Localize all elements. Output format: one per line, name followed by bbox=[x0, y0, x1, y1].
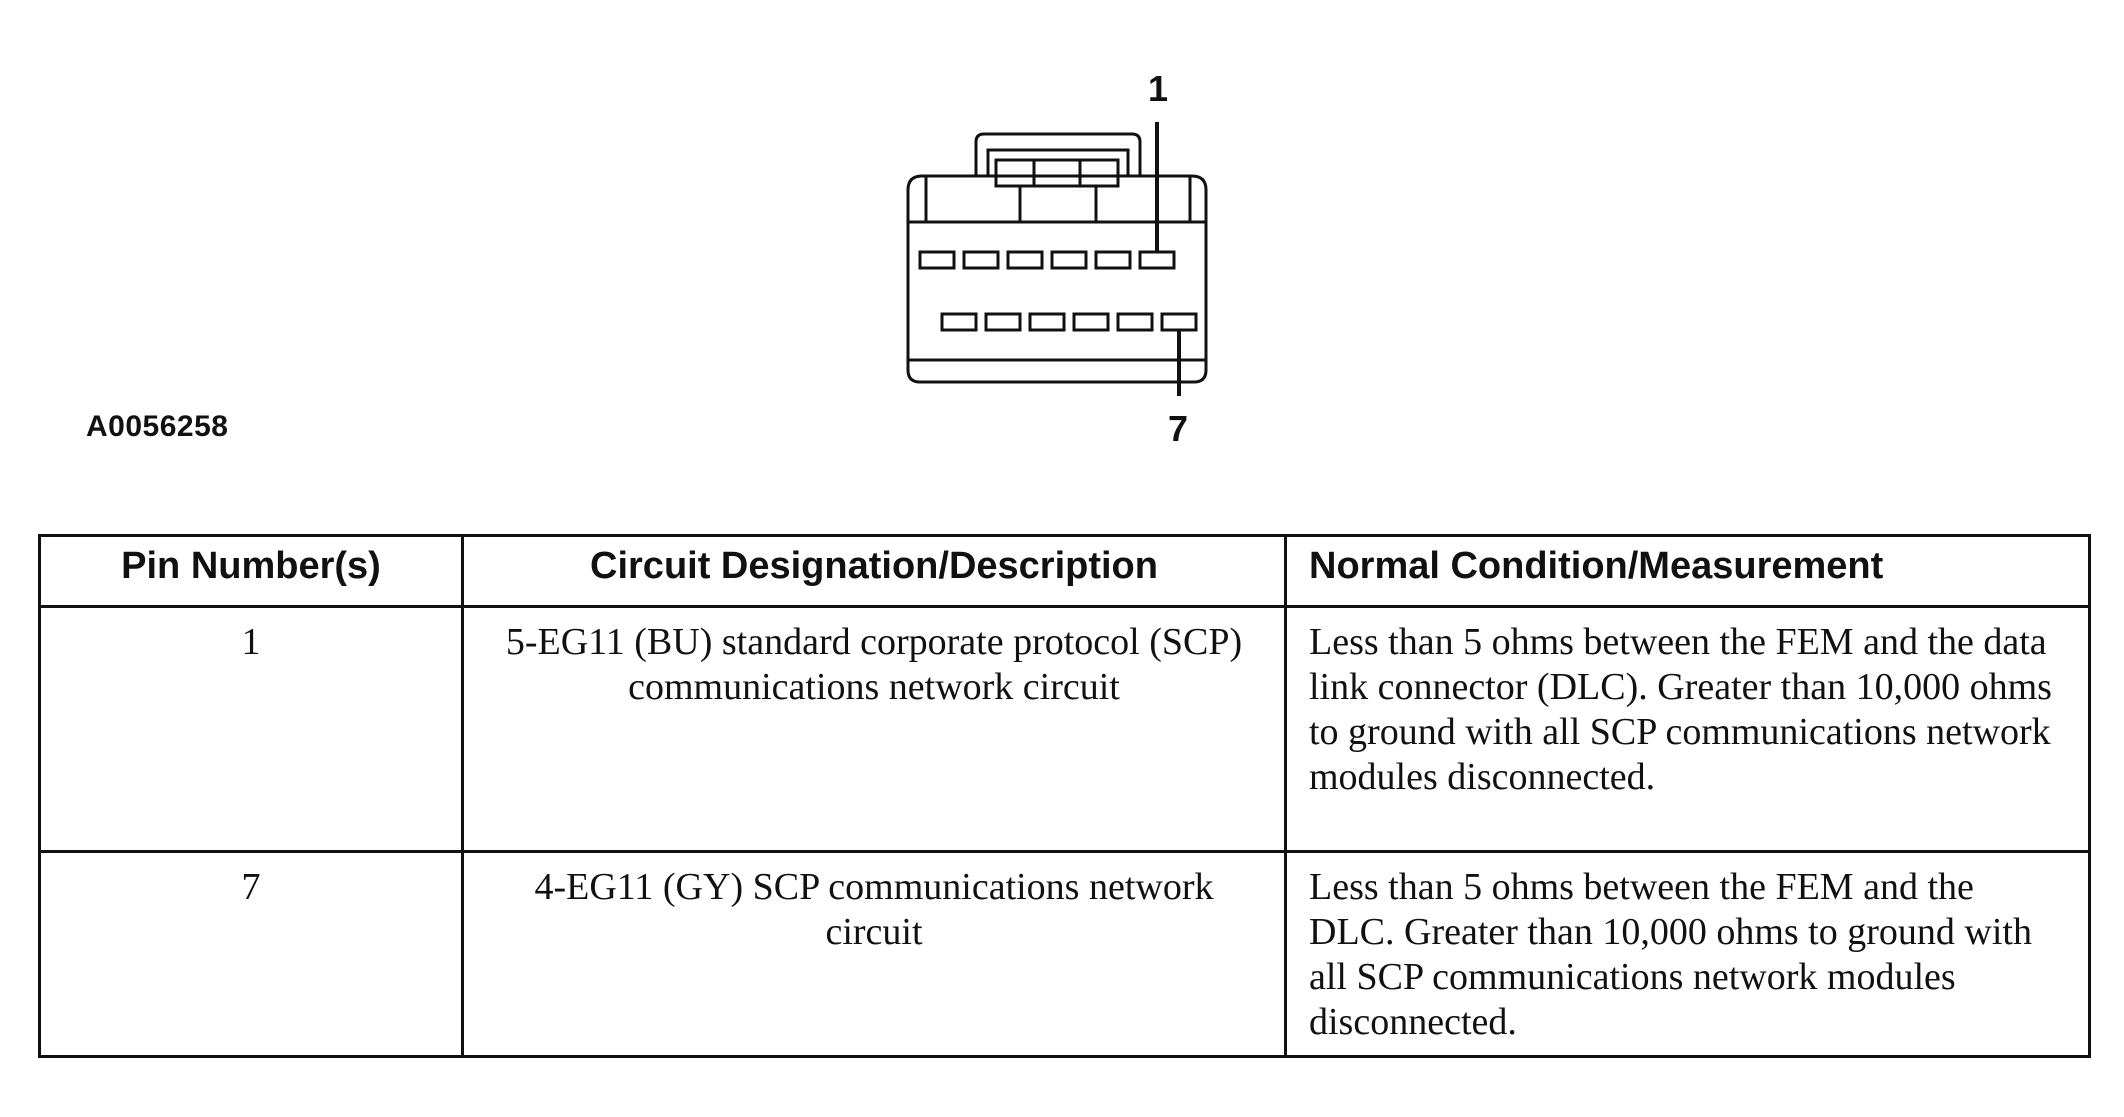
cavity-top-3 bbox=[1050, 250, 1088, 270]
measurement-cell: Less than 5 ohms between the FEM and the… bbox=[1284, 605, 2091, 853]
cavity-pin-7 bbox=[1160, 312, 1198, 332]
cavity-top-6 bbox=[918, 250, 956, 270]
cavity-pin-1 bbox=[1138, 250, 1176, 270]
header-normal-measurement: Normal Condition/Measurement bbox=[1284, 534, 2091, 608]
pin-measurement-table: Pin Number(s) Circuit Designation/Descri… bbox=[38, 534, 2091, 1058]
cavity-top-4 bbox=[1006, 250, 1044, 270]
callout-pin-1-label: 1 bbox=[1148, 68, 1169, 109]
table-header-row: Pin Number(s) Circuit Designation/Descri… bbox=[38, 534, 2091, 608]
cavity-top-2 bbox=[1094, 250, 1132, 270]
header-circuit-description: Circuit Designation/Description bbox=[461, 534, 1287, 608]
cavity-bottom-12 bbox=[940, 312, 978, 332]
figure-reference-id: A0056258 bbox=[86, 410, 229, 443]
connector-figure: 1 7 A0056258 bbox=[0, 0, 2124, 470]
header-pin-number: Pin Number(s) bbox=[38, 534, 464, 608]
callout-pin-7-label: 7 bbox=[1168, 408, 1189, 449]
connector-latch-outer bbox=[974, 132, 1142, 176]
cavity-bottom-9 bbox=[1072, 312, 1110, 332]
cavity-top-5 bbox=[962, 250, 1000, 270]
latch-window bbox=[994, 158, 1120, 188]
connector-face-diagram bbox=[906, 122, 1208, 396]
circuit-description-cell: 5-EG11 (BU) standard corporate protocol … bbox=[461, 605, 1287, 853]
cavity-bottom-11 bbox=[984, 312, 1022, 332]
pin-number-cell: 1 bbox=[38, 605, 464, 853]
circuit-description-cell: 4-EG11 (GY) SCP communications network c… bbox=[461, 850, 1287, 1058]
cavity-bottom-8 bbox=[1116, 312, 1154, 332]
cavity-bottom-10 bbox=[1028, 312, 1066, 332]
connector-body bbox=[906, 174, 1208, 384]
table-row: 7 4-EG11 (GY) SCP communications network… bbox=[38, 850, 2091, 1058]
pin-number-cell: 7 bbox=[38, 850, 464, 1058]
table-row: 1 5-EG11 (BU) standard corporate protoco… bbox=[38, 605, 2091, 853]
connector-latch-inner bbox=[986, 148, 1130, 176]
measurement-cell: Less than 5 ohms between the FEM and the… bbox=[1284, 850, 2091, 1058]
